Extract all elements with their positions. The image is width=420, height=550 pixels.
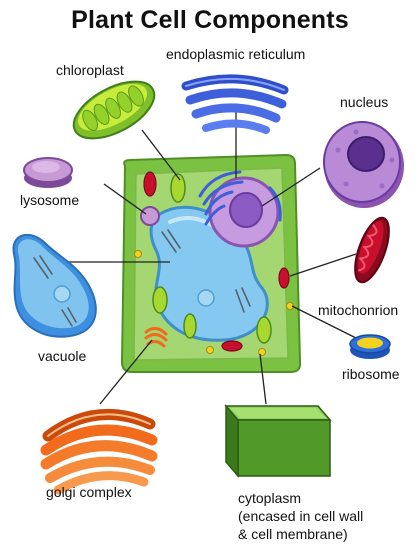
cell-chloroplasts bbox=[152, 173, 272, 344]
page-title: Plant Cell Components bbox=[71, 6, 349, 34]
label-chloroplast: chloroplast bbox=[56, 62, 124, 78]
nucleus-icon bbox=[323, 121, 404, 208]
cytoplasm-icon bbox=[224, 403, 332, 479]
label-vacuole: vacuole bbox=[38, 348, 87, 364]
label-golgi: golgi complex bbox=[46, 484, 132, 500]
label-mitochondrion: mitochonrion bbox=[318, 302, 399, 318]
cell-lysosome bbox=[140, 206, 160, 226]
cell-vacuole-vesicle bbox=[197, 289, 215, 307]
label-cytoplasm-line2: (encased in cell wall bbox=[238, 508, 364, 524]
golgi-icon bbox=[40, 408, 158, 495]
vacuole-icon bbox=[12, 233, 97, 338]
er-icon bbox=[181, 74, 289, 134]
chloroplast-icon bbox=[72, 80, 156, 140]
label-ribosome: ribosome bbox=[342, 366, 400, 382]
cell-vacuole-crystals bbox=[161, 229, 251, 313]
label-cytoplasm-line3: & cell membrane) bbox=[238, 526, 348, 542]
mitochondrion-icon bbox=[354, 216, 390, 284]
cell-ribosomes bbox=[134, 250, 294, 356]
ribosome-icon bbox=[349, 334, 391, 359]
cell-mitochondria bbox=[143, 171, 290, 352]
label-er: endoplasmic reticulum bbox=[166, 46, 306, 62]
label-nucleus: nucleus bbox=[340, 94, 389, 110]
label-cytoplasm-line1: cytoplasm bbox=[238, 490, 302, 506]
label-lysosome: lysosome bbox=[20, 192, 80, 208]
plant-cell bbox=[120, 153, 302, 373]
lysosome-icon bbox=[23, 157, 73, 188]
